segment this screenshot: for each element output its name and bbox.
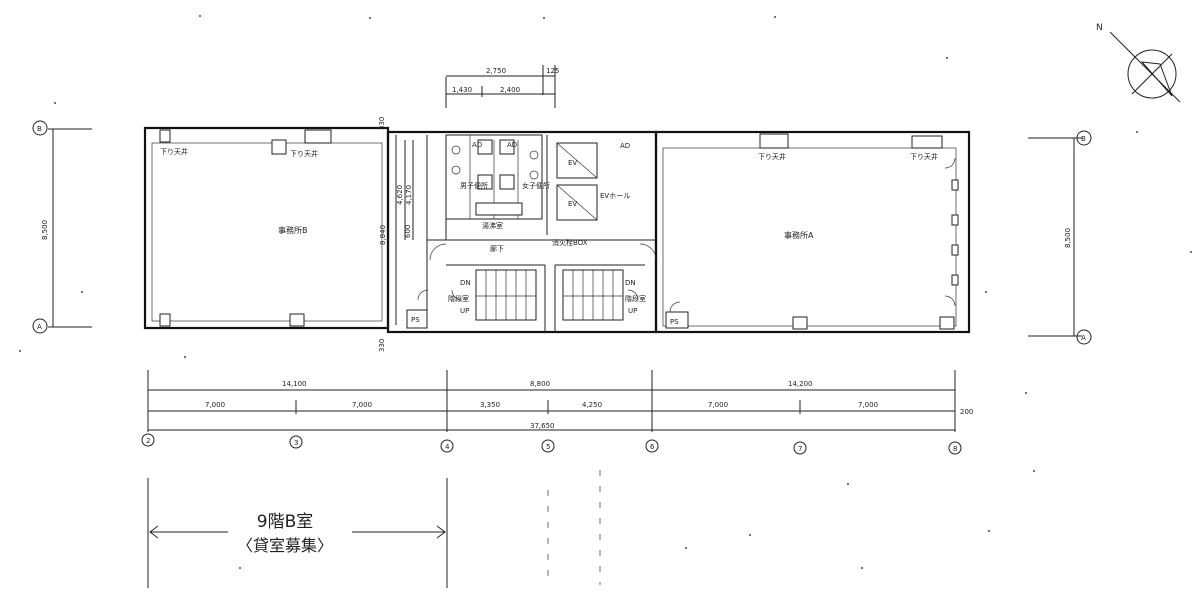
listing-room-name: 9階B室 — [256, 512, 314, 532]
listing-status: 〈貸室募集〉 — [236, 536, 333, 555]
core-interior — [395, 134, 689, 332]
room-listing-label: 9階B室 〈貸室募集〉 — [230, 510, 340, 558]
grid-row-a-right: A — [1081, 334, 1086, 342]
room-stair-left: 階段室 — [448, 294, 469, 303]
dim-left-height: 8,500 — [41, 220, 49, 240]
core-dimensions: 4,620 4,170 8,840 600 330 330 — [378, 117, 413, 352]
grid-row-b-left: B — [37, 125, 42, 133]
scan-specks — [19, 15, 1192, 569]
dim-wall-bottom: 330 — [378, 339, 386, 352]
room-mens-wc: 男子便所 — [460, 181, 488, 190]
dim-row2-end: 200 — [960, 408, 973, 416]
dim-row1-a: 14,100 — [282, 380, 307, 388]
dim-right-height: 8,500 — [1064, 228, 1072, 248]
dim-core-v2: 4,170 — [405, 185, 413, 205]
room-stair-right: 階段室 — [625, 294, 646, 303]
dim-core-v1: 4,620 — [396, 185, 404, 205]
dim-row2-2: 7,000 — [352, 401, 372, 409]
room-labels: 事務所B 事務所A 廊下 EVホール 消火栓BOX EV EV 男子便所 女子便… — [160, 141, 938, 326]
grid-row-a-left: A — [37, 323, 42, 331]
building-walls — [143, 126, 971, 334]
room-corridor: 廊下 — [490, 244, 504, 253]
dim-core-v3: 8,840 — [379, 225, 387, 245]
dim-core-v4: 600 — [404, 225, 412, 238]
room-office-b: 事務所B — [278, 225, 308, 235]
grid-col-7: 7 — [798, 445, 802, 453]
label-ps-left: PS — [411, 316, 420, 324]
dim-row1-c: 14,200 — [788, 380, 813, 388]
side-dimensions: 8,500 8,500 — [41, 128, 1082, 337]
dim-row2-4: 4,250 — [582, 401, 602, 409]
label-dn-right: DN — [625, 279, 636, 287]
grid-col-6: 6 — [650, 443, 655, 451]
ceiling-note-3: 下り天井 — [758, 152, 786, 161]
room-office-a: 事務所A — [784, 230, 814, 240]
room-ev-hall: EVホール — [600, 192, 630, 200]
grid-col-4: 4 — [445, 443, 450, 451]
dim-row2-3: 3,350 — [480, 401, 500, 409]
bottom-dimensions: 14,100 8,800 14,200 7,000 7,000 3,350 4,… — [147, 370, 973, 432]
dim-top-right: 125 — [546, 67, 559, 75]
label-ad-3: AD — [620, 142, 630, 150]
ceiling-note-4: 下り天井 — [910, 152, 938, 161]
room-fire-box: 消火栓BOX — [552, 238, 588, 247]
room-kitchen: 湯沸室 — [482, 221, 503, 230]
room-womens-wc: 女子便所 — [522, 181, 550, 190]
ceiling-note-1: 下り天井 — [160, 147, 188, 156]
dim-row2-6: 7,000 — [858, 401, 878, 409]
dim-row1-b: 8,800 — [530, 380, 550, 388]
grid-row-b-right: B — [1081, 135, 1086, 143]
grid-col-2: 2 — [146, 437, 150, 445]
dim-row2-1: 7,000 — [205, 401, 225, 409]
dim-wall-top: 330 — [378, 117, 386, 130]
column-grid-bubbles: 2 3 4 5 6 7 8 — [141, 433, 962, 455]
ceiling-note-2: 下り天井 — [290, 149, 318, 158]
dim-top-b: 2,400 — [500, 86, 520, 94]
north-compass-icon: N — [1096, 23, 1181, 103]
label-dn-left: DN — [460, 279, 471, 287]
label-ad-1: AD — [472, 141, 482, 149]
grid-col-8: 8 — [953, 445, 957, 453]
row-grid-bubbles: B A B A — [32, 120, 1092, 345]
dim-top-a: 1,430 — [452, 86, 472, 94]
room-ev2: EV — [568, 200, 577, 208]
room-ev1: EV — [568, 159, 577, 167]
label-up-right: UP — [628, 307, 637, 315]
label-ps-right: PS — [670, 318, 679, 326]
dim-top-total: 2,750 — [486, 67, 506, 75]
area-marker — [147, 470, 601, 588]
label-ad-2: AD — [507, 141, 517, 149]
grid-col-5: 5 — [546, 443, 550, 451]
dim-row2-5: 7,000 — [708, 401, 728, 409]
grid-col-3: 3 — [294, 439, 298, 447]
label-up-left: UP — [460, 307, 469, 315]
dim-total: 37,650 — [530, 422, 555, 430]
top-dimension: 2,750 125 1,430 2,400 — [445, 65, 559, 108]
compass-north-label: N — [1096, 23, 1103, 33]
